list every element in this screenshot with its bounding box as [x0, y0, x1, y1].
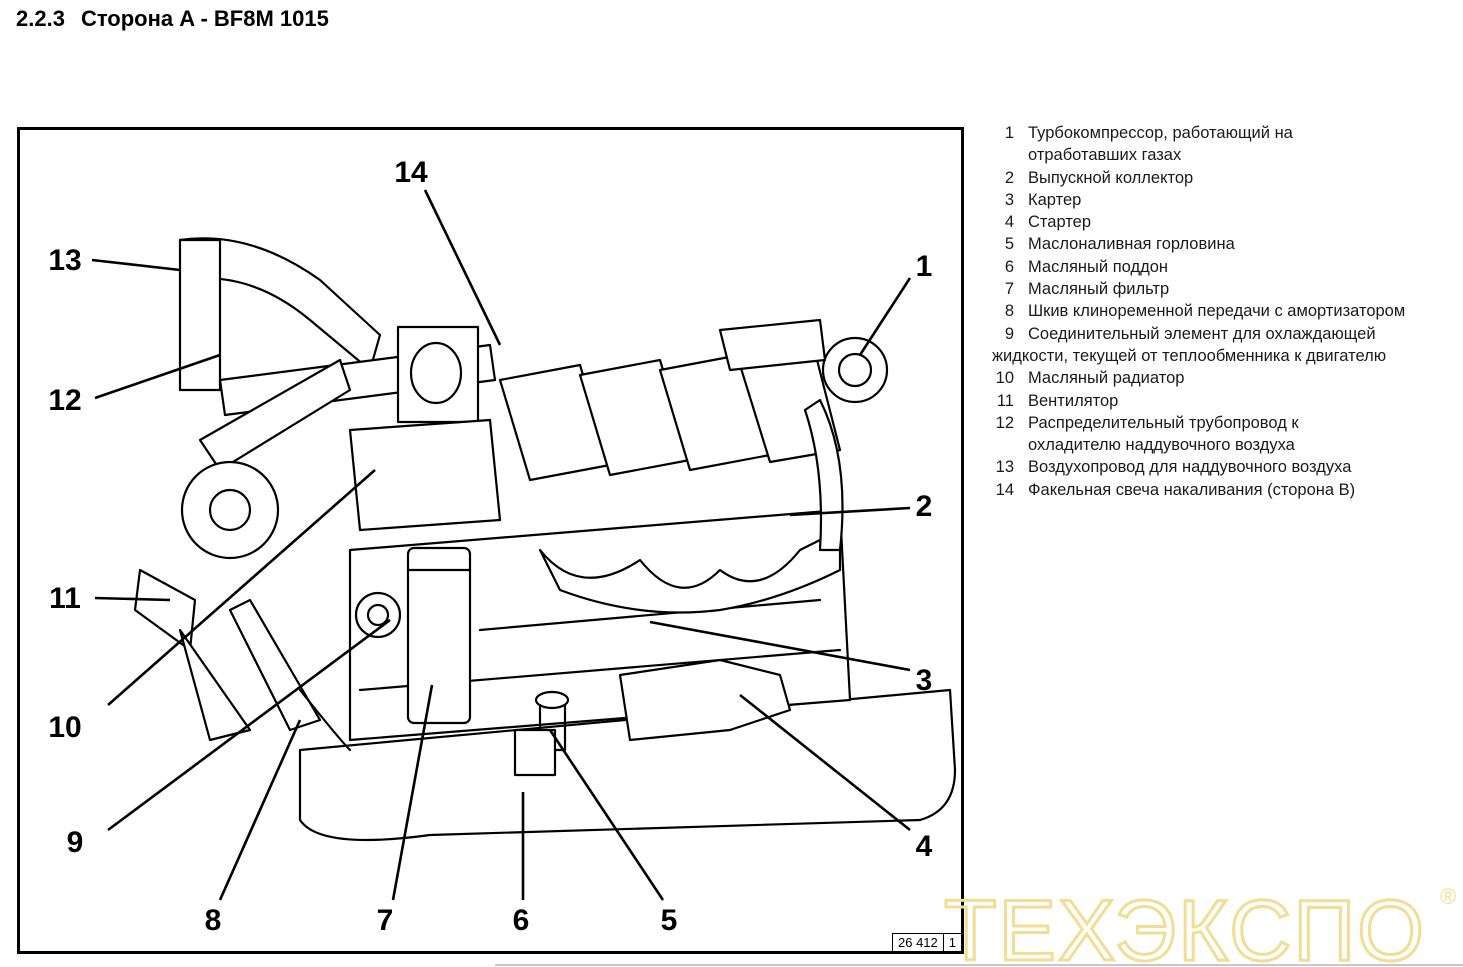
legend-item: 12 Распределительный трубопровод к охлад… — [992, 412, 1452, 457]
callout-2: 2 — [916, 490, 933, 523]
legend-number: 12 — [995, 413, 1014, 432]
legend-number: 4 — [1004, 213, 1014, 232]
registered-mark: ® — [1440, 884, 1456, 909]
callout-3: 3 — [916, 664, 933, 697]
bottom-rule — [495, 964, 1463, 966]
legend-number: 8 — [1004, 302, 1014, 321]
engine-illustration: 13 12 11 10 9 8 7 6 5 4 3 2 1 14 — [48, 156, 957, 937]
legend-number: 7 — [1004, 280, 1014, 299]
legend-item: 9 Соединительный элемент для охлаждающей… — [992, 323, 1452, 368]
legend-text: Вентилятор — [1028, 391, 1119, 410]
section-heading: Сторона A - BF8M 1015 — [80, 6, 329, 31]
callout-1: 1 — [916, 250, 933, 283]
legend-item: 6 Масляный поддон — [992, 256, 1452, 278]
legend-number: 5 — [1004, 235, 1014, 254]
legend-text: Стартер — [1028, 213, 1092, 232]
callout-10: 10 — [48, 711, 81, 744]
legend-item: 1 Турбокомпрессор, работающий на отработ… — [992, 122, 1452, 167]
legend-text: Масляный поддон — [1028, 257, 1168, 276]
callout-13: 13 — [48, 244, 81, 277]
legend-number: 11 — [996, 391, 1014, 410]
legend-item: 14 Факельная свеча накаливания (сторона B… — [992, 479, 1452, 501]
legend-item: 5 Маслоналивная горловина — [992, 233, 1452, 255]
section-number: 2.2.3 — [16, 6, 65, 31]
legend-item: 8 Шкив клиноременной передачи с амортизат… — [992, 300, 1452, 322]
legend-number: 10 — [995, 369, 1014, 388]
callout-9: 9 — [67, 826, 84, 859]
legend-number: 14 — [995, 480, 1014, 499]
legend-text-continued: охладителю наддувочного воздуха — [1028, 436, 1295, 455]
legend-text: Шкив клиноременной передачи с амортизато… — [1028, 302, 1406, 321]
legend-text: Маслоналивная горловина — [1028, 235, 1235, 254]
legend-text: Соединительный элемент для охлаждающей — [1028, 324, 1376, 343]
legend-number: 1 — [1004, 124, 1014, 142]
legend-text-continued: отработавших газах — [1028, 146, 1182, 165]
legend-number: 6 — [1004, 257, 1014, 276]
legend-text: Распределительный трубопровод к — [1028, 413, 1299, 432]
callout-7: 7 — [377, 904, 394, 937]
legend-text-continued: жидкости, текущей от теплообменника к дв… — [992, 346, 1387, 365]
legend-text: Выпускной коллектор — [1028, 168, 1194, 187]
legend-item: 10 Масляный радиатор — [992, 367, 1452, 389]
watermark-text: ТЕХЭКСПО — [944, 883, 1426, 967]
legend-number: 3 — [1004, 190, 1014, 209]
watermark-logo: ТЕХЭКСПО ® — [943, 882, 1457, 967]
callout-11: 11 — [49, 582, 81, 615]
legend-item: 13 Воздухопровод для наддувочного воздуха — [992, 456, 1452, 478]
legend-number: 9 — [1004, 324, 1014, 343]
figure-index: 1 — [942, 934, 961, 951]
callout-8: 8 — [205, 904, 222, 937]
legend-item: 11 Вентилятор — [992, 390, 1452, 412]
callout-14: 14 — [394, 156, 428, 189]
callout-5: 5 — [661, 904, 678, 937]
figure-code-box: 26 412 1 — [892, 933, 961, 951]
parts-legend: 1 Турбокомпрессор, работающий на отработ… — [992, 122, 1452, 501]
legend-text: Масляный фильтр — [1028, 280, 1170, 299]
legend-item: 2 Выпускной коллектор — [992, 167, 1452, 189]
legend-number: 13 — [995, 458, 1014, 477]
figure-code: 26 412 — [898, 935, 938, 950]
legend-item: 3 Картер — [992, 189, 1452, 211]
legend-text: Картер — [1028, 190, 1082, 209]
section-title: 2.2.3 Сторона A - BF8M 1015 — [16, 6, 329, 32]
legend-number: 2 — [1004, 168, 1014, 187]
legend-text: Воздухопровод для наддувочного воздуха — [1028, 458, 1352, 477]
legend-text: Масляный радиатор — [1028, 369, 1185, 388]
legend-item: 4 Стартер — [992, 211, 1452, 233]
legend-text: Турбокомпрессор, работающий на — [1028, 124, 1293, 142]
callout-4: 4 — [916, 830, 933, 863]
callout-12: 12 — [48, 384, 81, 417]
legend-item: 7 Масляный фильтр — [992, 278, 1452, 300]
callout-6: 6 — [513, 904, 530, 937]
legend-text: Факельная свеча накаливания (сторона B) — [1028, 480, 1356, 499]
